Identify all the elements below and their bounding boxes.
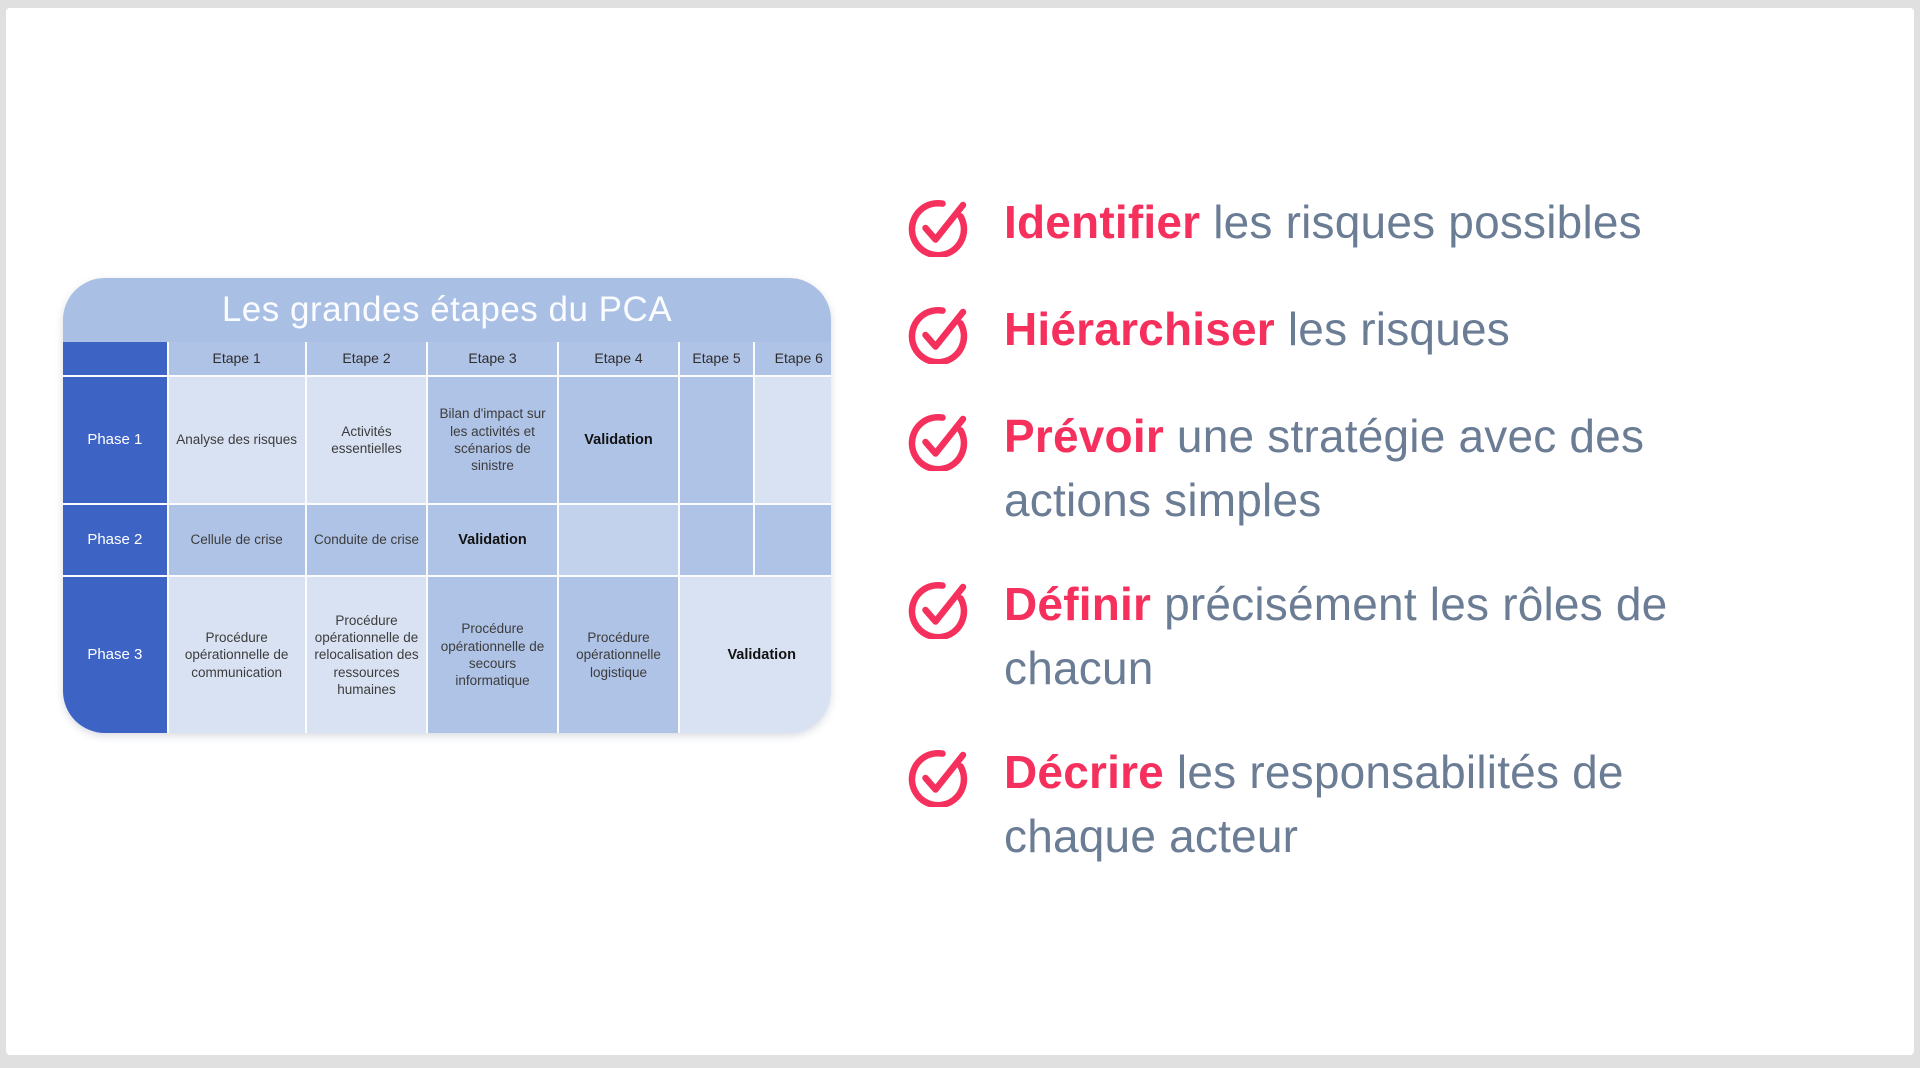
table-cell bbox=[558, 505, 679, 575]
table-cell bbox=[754, 505, 831, 575]
checklist-item-keyword: Identifier bbox=[1004, 196, 1201, 248]
check-circle-icon bbox=[908, 749, 968, 807]
checklist-item-text: Définir précisément les rôles de chacun bbox=[1004, 572, 1667, 700]
checklist-item-keyword: Décrire bbox=[1004, 746, 1164, 798]
checklist-item-rest: les risques bbox=[1274, 303, 1510, 355]
column-header-etape-4: Etape 4 bbox=[558, 342, 679, 375]
column-header-etape-5: Etape 5 bbox=[680, 342, 753, 375]
checklist-item-text: Prévoir une stratégie avec des actions s… bbox=[1004, 404, 1644, 532]
row-header-phase-3: Phase 3 bbox=[63, 577, 167, 733]
check-circle-icon bbox=[908, 199, 968, 257]
checklist-item-line2: chacun bbox=[1004, 642, 1154, 694]
checklist-item-text: Hiérarchiser les risques bbox=[1004, 297, 1510, 361]
table-cell bbox=[680, 377, 753, 503]
table-cell: Validation bbox=[558, 377, 679, 503]
checklist-item-rest: précisément les rôles de bbox=[1151, 578, 1668, 630]
table-cell: Procédure opérationnelle logistique bbox=[558, 577, 679, 733]
column-header-etape-2: Etape 2 bbox=[306, 342, 427, 375]
checklist-item: Identifier les risques possibles bbox=[908, 190, 1667, 257]
checklist-item-rest: une stratégie avec des bbox=[1163, 410, 1645, 462]
column-header-etape-3: Etape 3 bbox=[428, 342, 557, 375]
checklist-item-keyword: Prévoir bbox=[1004, 410, 1164, 462]
checklist-item-keyword: Hiérarchiser bbox=[1004, 303, 1275, 355]
checklist-item: Prévoir une stratégie avec des actions s… bbox=[908, 404, 1667, 532]
check-circle-icon bbox=[908, 413, 968, 471]
table-cell bbox=[680, 505, 753, 575]
table-cell: Analyse des risques bbox=[168, 377, 305, 503]
checklist-item: Décrire les responsabilités de chaque ac… bbox=[908, 740, 1667, 868]
table-cell: Bilan d'impact sur les activités et scén… bbox=[428, 377, 557, 503]
pca-table-title: Les grandes étapes du PCA bbox=[221, 290, 673, 329]
checklist-item: Hiérarchiser les risques bbox=[908, 297, 1667, 364]
table-cell: Validation bbox=[428, 505, 557, 575]
table-cell: Conduite de crise bbox=[306, 505, 427, 575]
table-cell: Procédure opérationnelle de relocalisati… bbox=[306, 577, 427, 733]
checklist-item-rest: les responsabilités de bbox=[1163, 746, 1624, 798]
table-corner-cell bbox=[63, 342, 167, 375]
checklist-item-text: Décrire les responsabilités de chaque ac… bbox=[1004, 740, 1624, 868]
checklist: Identifier les risques possibles Hiérarc… bbox=[908, 190, 1667, 868]
row-header-phase-2: Phase 2 bbox=[63, 505, 167, 575]
checklist-item-rest: les risques possibles bbox=[1200, 196, 1642, 248]
table-cell: Validation bbox=[680, 577, 831, 733]
check-circle-icon bbox=[908, 306, 968, 364]
checklist-item-text: Identifier les risques possibles bbox=[1004, 190, 1642, 254]
table-cell: Cellule de crise bbox=[168, 505, 305, 575]
table-cell bbox=[754, 377, 831, 503]
column-header-etape-1: Etape 1 bbox=[168, 342, 305, 375]
checklist-item-line2: chaque acteur bbox=[1004, 810, 1299, 862]
checklist-item-keyword: Définir bbox=[1004, 578, 1152, 630]
table-cell: Procédure opérationnelle de secours info… bbox=[428, 577, 557, 733]
table-cell: Procédure opérationnelle de communicatio… bbox=[168, 577, 305, 733]
table-cell: Activités essentielles bbox=[306, 377, 427, 503]
row-header-phase-1: Phase 1 bbox=[63, 377, 167, 503]
column-header-etape-6: Etape 6 bbox=[754, 342, 831, 375]
check-circle-icon bbox=[908, 581, 968, 639]
checklist-item: Définir précisément les rôles de chacun bbox=[908, 572, 1667, 700]
checklist-item-line2: actions simples bbox=[1004, 474, 1322, 526]
